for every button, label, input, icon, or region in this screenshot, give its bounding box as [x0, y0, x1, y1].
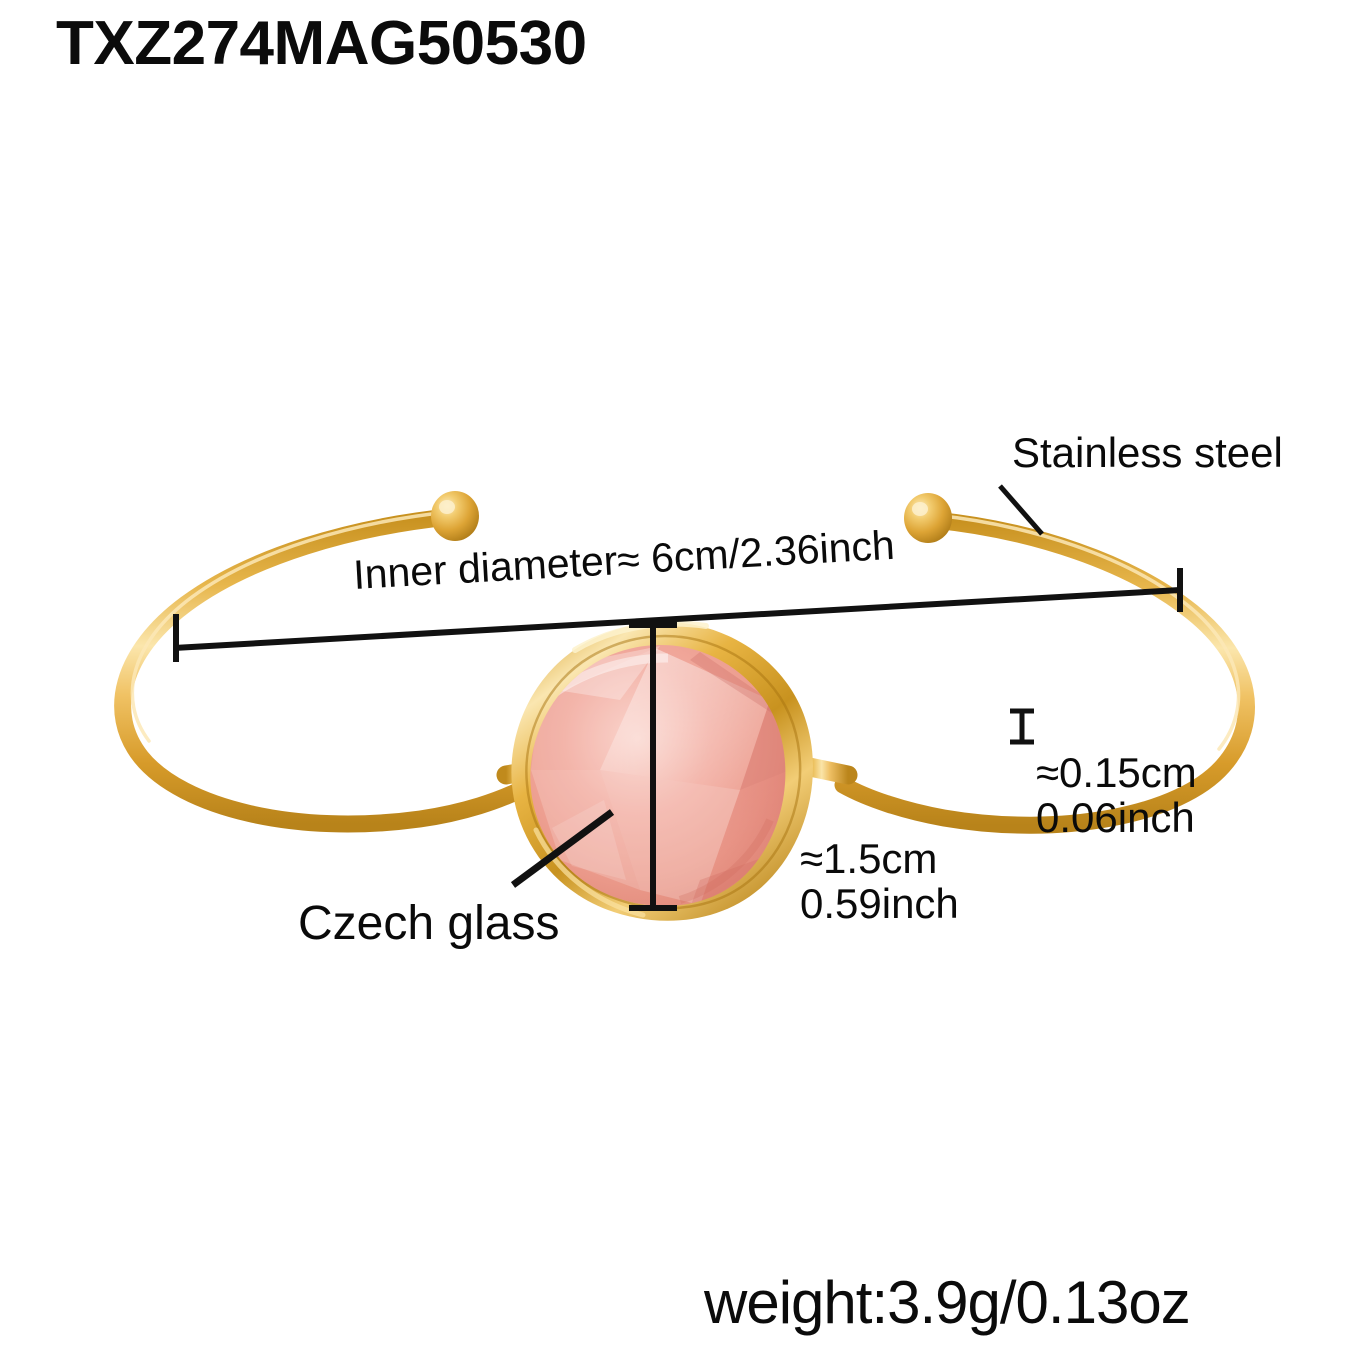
stone-size-cm: ≈1.5cm — [800, 835, 938, 882]
ball-terminal-icon-left — [431, 491, 479, 541]
dimension-line-icon-wire-thickness — [1010, 708, 1034, 745]
leader-line-icon-czech-glass — [510, 809, 615, 888]
wire-thickness-inch: 0.06inch — [1036, 794, 1195, 842]
weight-label: weight:3.9g/0.13oz — [704, 1269, 1191, 1336]
bangle-left-arm-highlight — [130, 510, 451, 743]
callout-czech-glass: Czech glass — [298, 897, 560, 950]
stone-size-callout: ≈1.5cm 0.59inch — [800, 836, 959, 927]
callout-stainless-steel: Stainless steel — [1012, 429, 1283, 476]
gemstone-bezel-lower-highlight — [533, 827, 646, 918]
bangle-left-arm — [114, 508, 537, 833]
ball-terminal-right-glint — [912, 502, 928, 516]
gemstone-bezel-inner-rim — [525, 634, 802, 910]
gemstone-icon — [511, 620, 813, 921]
bangle-right-arm-highlight — [932, 513, 1241, 751]
ball-terminal-left-glint — [439, 500, 455, 514]
leader-line-icon-stainless-steel — [998, 484, 1044, 536]
stone-size-inch: 0.59inch — [800, 880, 959, 928]
bangle-cuff-icon — [114, 491, 1255, 834]
dimension-line-icon-stone-height — [629, 622, 677, 911]
wire-thickness-callout: ≈0.15cm 0.06inch — [1036, 750, 1197, 841]
wire-thickness-cm: ≈0.15cm — [1036, 749, 1197, 796]
page-title: TXZ274MAG50530 — [56, 9, 587, 78]
dimension-line-icon-inner-diameter — [173, 568, 1183, 662]
bangle-right-arm — [834, 511, 1255, 834]
ball-terminal-icon-right — [904, 493, 952, 543]
